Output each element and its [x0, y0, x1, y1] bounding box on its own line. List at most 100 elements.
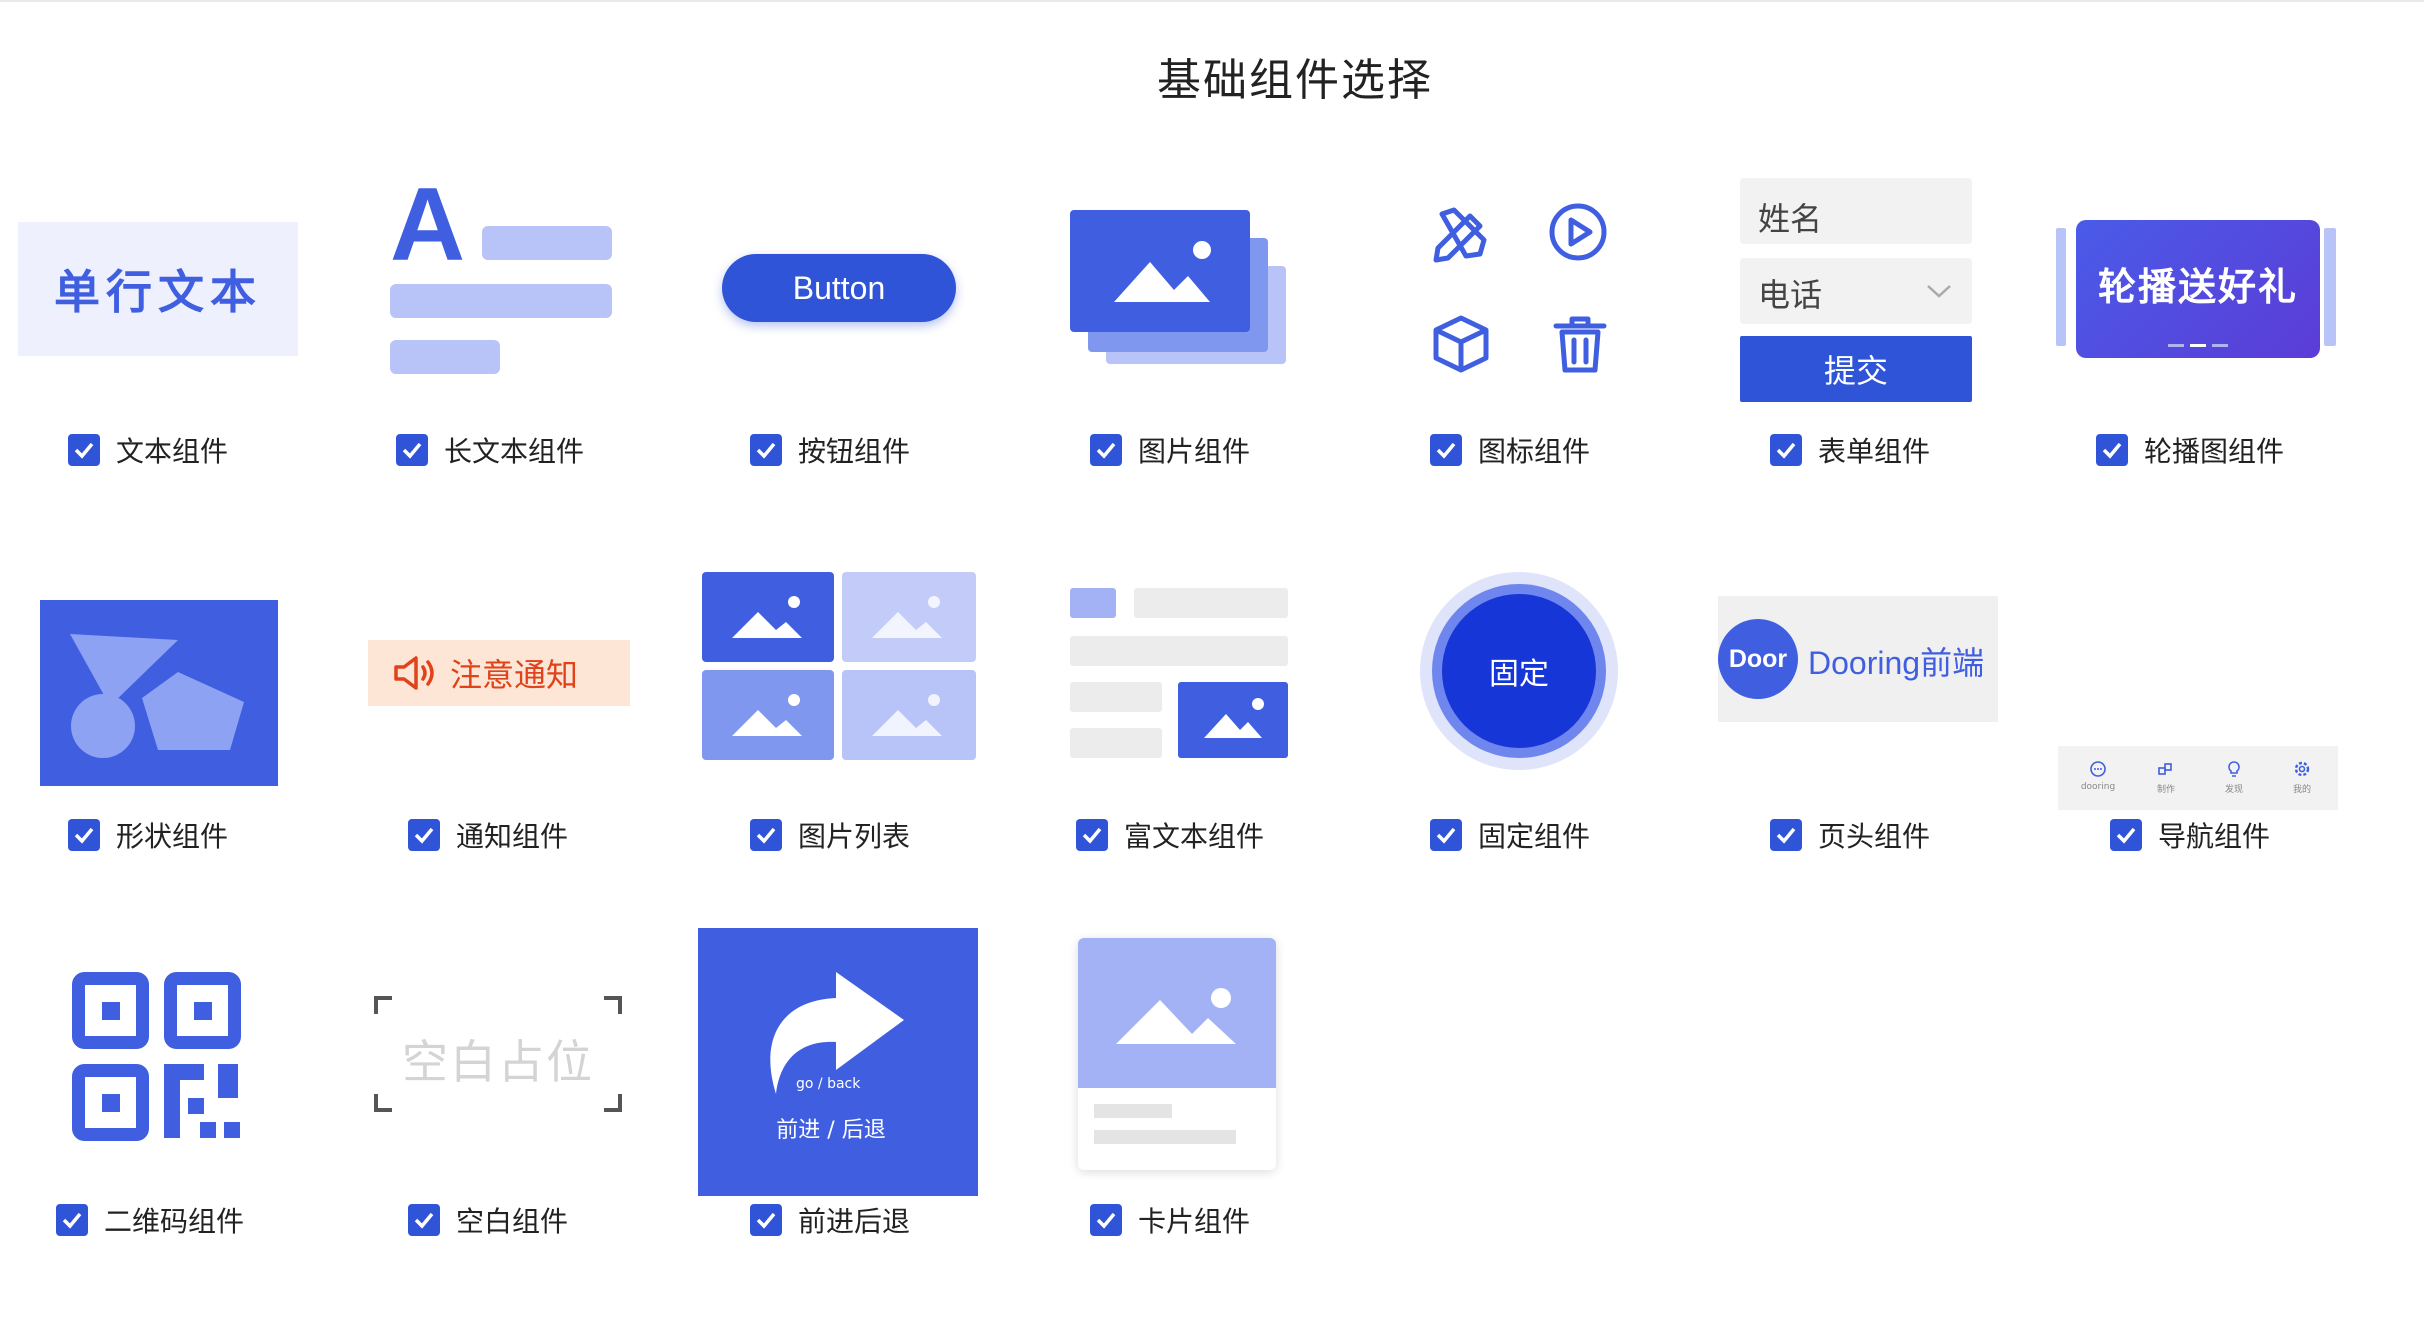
phone-select-label: 电话 — [1758, 276, 1823, 314]
rich-text-image — [1178, 682, 1288, 758]
blank-label: 空白占位 — [402, 1035, 594, 1089]
checkbox-checked-icon[interactable] — [2096, 434, 2128, 466]
card-component-thumbnail[interactable] — [1078, 938, 1276, 1170]
option-blank-component[interactable]: 空白组件 — [408, 1200, 568, 1240]
option-label: 导航组件 — [2158, 820, 2271, 853]
blank-component-thumbnail[interactable]: 空白占位 — [374, 996, 622, 1112]
nav-item: 发现 — [2208, 760, 2260, 795]
goback-caption: go / back — [796, 1076, 861, 1092]
option-label: 轮播图组件 — [2144, 435, 2285, 468]
fixed-label: 固定 — [1489, 657, 1549, 692]
blocks-icon — [2158, 763, 2172, 775]
header-title: Dooring前端 — [1808, 645, 1985, 681]
phone-select: 电话 — [1740, 258, 1972, 324]
option-header-component[interactable]: 页头组件 — [1770, 815, 1930, 855]
text-component-thumbnail[interactable]: 单行文本 — [18, 222, 298, 356]
checkbox-checked-icon[interactable] — [68, 434, 100, 466]
text-line-bar — [482, 226, 612, 260]
shapes-icon — [70, 634, 244, 758]
qrcode-component-thumbnail[interactable] — [72, 972, 244, 1144]
nav-item-label: 制作 — [2156, 785, 2175, 795]
nav-item: dooring — [2072, 760, 2124, 792]
top-divider — [0, 0, 2424, 2]
notice-component-thumbnail[interactable]: 注意通知 — [368, 640, 630, 706]
text-line-bar — [390, 284, 612, 318]
carousel-dot — [2168, 344, 2184, 347]
image-grid-icon — [702, 572, 976, 760]
option-navigation-component[interactable]: 导航组件 — [2110, 815, 2270, 855]
carousel-component-thumbnail[interactable]: 轮播送好礼 — [2056, 220, 2340, 360]
checkbox-checked-icon[interactable] — [1090, 1204, 1122, 1236]
submit-button-label: 提交 — [1823, 352, 1888, 390]
long-text-component-thumbnail[interactable]: A — [390, 167, 620, 376]
option-image-component[interactable]: 图片组件 — [1090, 430, 1250, 470]
carousel-next-edge — [2324, 228, 2336, 346]
checkbox-checked-icon[interactable] — [2110, 819, 2142, 851]
checkbox-checked-icon[interactable] — [1076, 819, 1108, 851]
form-component-thumbnail[interactable]: 姓名 电话 提交 — [1740, 178, 1972, 404]
option-shape-component[interactable]: 形状组件 — [68, 815, 228, 855]
option-button-component[interactable]: 按钮组件 — [750, 430, 910, 470]
option-label: 按钮组件 — [798, 435, 911, 468]
option-carousel-component[interactable]: 轮播图组件 — [2096, 430, 2284, 470]
option-card-component[interactable]: 卡片组件 — [1090, 1200, 1250, 1240]
image-list-component-thumbnail[interactable] — [702, 572, 978, 762]
option-icon-component[interactable]: 图标组件 — [1430, 430, 1590, 470]
checkbox-checked-icon[interactable] — [1770, 819, 1802, 851]
button-component-thumbnail[interactable]: Button — [722, 254, 956, 322]
shape-component-thumbnail[interactable] — [40, 600, 278, 786]
option-label: 空白组件 — [456, 1205, 569, 1238]
option-label: 固定组件 — [1478, 820, 1591, 853]
chevron-down-icon — [1927, 285, 1951, 298]
option-qrcode-component[interactable]: 二维码组件 — [56, 1200, 244, 1240]
checkbox-checked-icon[interactable] — [408, 1204, 440, 1236]
checkbox-checked-icon[interactable] — [750, 434, 782, 466]
pencil-ruler-icon — [1433, 207, 1487, 263]
name-field-label: 姓名 — [1758, 200, 1823, 238]
option-goback-component[interactable]: 前进后退 — [750, 1200, 910, 1240]
option-label: 通知组件 — [456, 820, 569, 853]
checkbox-checked-icon[interactable] — [408, 819, 440, 851]
header-component-thumbnail[interactable]: Door Dooring前端 — [1718, 596, 1998, 722]
option-label: 文本组件 — [116, 435, 229, 468]
qrcode-icon — [72, 972, 241, 1141]
image-icon — [1116, 988, 1236, 1044]
checkbox-checked-icon[interactable] — [396, 434, 428, 466]
play-circle-icon — [1549, 203, 1607, 261]
checkbox-checked-icon[interactable] — [1770, 434, 1802, 466]
option-notice-component[interactable]: 通知组件 — [408, 815, 568, 855]
option-fixed-component[interactable]: 固定组件 — [1430, 815, 1590, 855]
icon-component-thumbnail[interactable] — [1420, 196, 1620, 386]
option-long-text-component[interactable]: 长文本组件 — [396, 430, 584, 470]
checkbox-checked-icon[interactable] — [1430, 819, 1462, 851]
image-icon — [1204, 698, 1264, 738]
image-front-card — [1070, 210, 1250, 332]
option-label: 形状组件 — [116, 820, 229, 853]
option-image-list-component[interactable]: 图片列表 — [750, 815, 910, 855]
fixed-inner-circle: 固定 — [1442, 594, 1596, 748]
nav-item: 制作 — [2140, 760, 2192, 795]
header-logo-text: Door — [1728, 644, 1788, 673]
notice-label: 注意通知 — [450, 656, 579, 694]
navigation-component-thumbnail[interactable]: dooring 制作 发现 我的 — [2058, 746, 2338, 810]
text-line-bar — [390, 340, 500, 374]
image-component-thumbnail[interactable] — [1070, 210, 1290, 370]
checkbox-checked-icon[interactable] — [750, 819, 782, 851]
checkbox-checked-icon[interactable] — [68, 819, 100, 851]
option-rich-text-component[interactable]: 富文本组件 — [1076, 815, 1264, 855]
checkbox-checked-icon[interactable] — [56, 1204, 88, 1236]
carousel-dot — [2212, 344, 2228, 347]
checkbox-checked-icon[interactable] — [750, 1204, 782, 1236]
goback-component-thumbnail[interactable]: go / back 前进 / 后退 — [698, 928, 978, 1196]
option-label: 二维码组件 — [104, 1205, 245, 1238]
image-icon — [1114, 241, 1211, 302]
option-form-component[interactable]: 表单组件 — [1770, 430, 1930, 470]
carousel-dots — [2168, 344, 2228, 347]
fixed-component-thumbnail[interactable]: 固定 — [1420, 572, 1618, 770]
rich-text-component-thumbnail[interactable] — [1070, 588, 1290, 760]
carousel-slide-label: 轮播送好礼 — [2097, 265, 2298, 309]
rich-text-line — [1070, 682, 1162, 712]
checkbox-checked-icon[interactable] — [1090, 434, 1122, 466]
checkbox-checked-icon[interactable] — [1430, 434, 1462, 466]
option-text-component[interactable]: 文本组件 — [68, 430, 228, 470]
